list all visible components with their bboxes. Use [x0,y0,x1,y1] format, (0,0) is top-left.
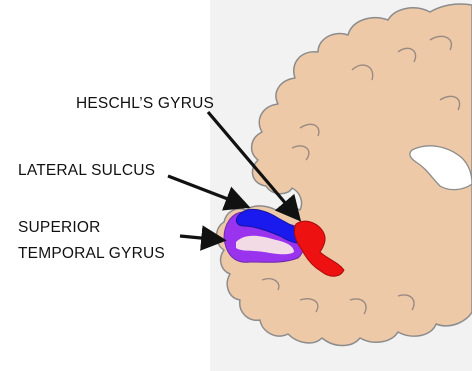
label-superior-temporal-line1: SUPERIOR [18,216,101,240]
label-superior-temporal-line2: TEMPORAL GYRUS [18,242,165,266]
label-heschls-gyrus: HESCHL’S GYRUS [76,92,214,116]
label-lateral-sulcus: LATERAL SULCUS [18,159,155,183]
